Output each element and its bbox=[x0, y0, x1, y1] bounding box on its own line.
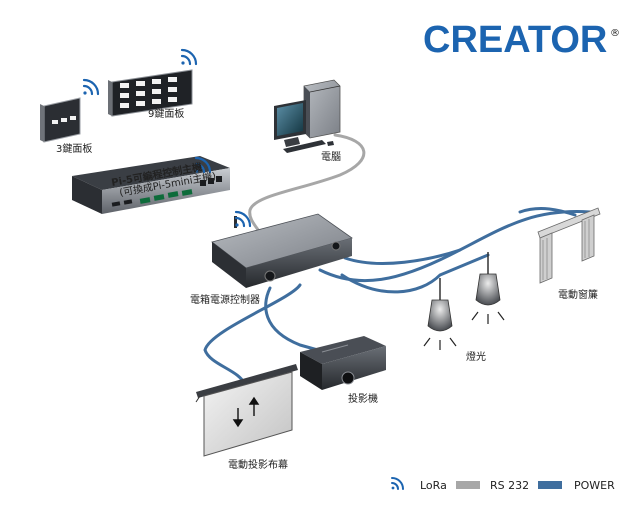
projection-screen: 電動投影布幕 bbox=[195, 364, 298, 471]
curtain: 電動窗簾 bbox=[537, 207, 601, 301]
projector-label: 投影機 bbox=[348, 392, 378, 405]
power-cables bbox=[201, 205, 594, 389]
projection-screen-label: 電動投影布幕 bbox=[228, 458, 288, 471]
registered-mark: ® bbox=[610, 28, 620, 39]
legend-label-rs232: RS 232 bbox=[490, 479, 529, 492]
legend-label-lora: LoRa bbox=[420, 479, 447, 492]
light-left bbox=[423, 278, 457, 350]
power-controller: 電箱電源控制器 bbox=[190, 210, 353, 306]
legend-item-lora: LoRa bbox=[391, 477, 447, 492]
rs232-cable bbox=[246, 132, 367, 239]
wifi-icon bbox=[180, 48, 198, 66]
legend-swatch-rs232 bbox=[456, 481, 480, 489]
legend: LoRa RS 232 POWER bbox=[391, 477, 615, 492]
wifi-icon bbox=[194, 156, 212, 174]
legend-item-rs232: RS 232 bbox=[456, 479, 529, 492]
panel-3key-label: 3鍵面板 bbox=[56, 142, 92, 155]
panel-3key: 3鍵面板 bbox=[40, 78, 100, 155]
wifi-icon bbox=[234, 210, 252, 228]
legend-label-power: POWER bbox=[574, 479, 615, 492]
computer-label: 電腦 bbox=[321, 150, 341, 163]
computer: 電腦 bbox=[274, 79, 341, 163]
power-controller-label: 電箱電源控制器 bbox=[190, 293, 260, 306]
up-down-arrows-icon bbox=[232, 396, 260, 428]
panel-9key: 9鍵面板 bbox=[108, 48, 198, 120]
legend-item-power: POWER bbox=[538, 479, 615, 492]
brand-logo: CREATOR ® bbox=[423, 19, 620, 61]
brand-name: CREATOR bbox=[423, 19, 607, 61]
curtain-label: 電動窗簾 bbox=[558, 288, 598, 301]
light-right bbox=[471, 252, 505, 324]
main-controller: Pi-5可編程控制主機 (可換成Pi-5mini主機) bbox=[72, 156, 230, 214]
lights: 燈光 bbox=[423, 252, 505, 363]
legend-swatch-power bbox=[538, 481, 562, 489]
panel-9key-label: 9鍵面板 bbox=[148, 107, 184, 120]
lights-label: 燈光 bbox=[466, 350, 486, 363]
wifi-icon bbox=[82, 78, 100, 96]
projector: 投影機 bbox=[300, 336, 386, 405]
wifi-icon bbox=[391, 477, 404, 490]
